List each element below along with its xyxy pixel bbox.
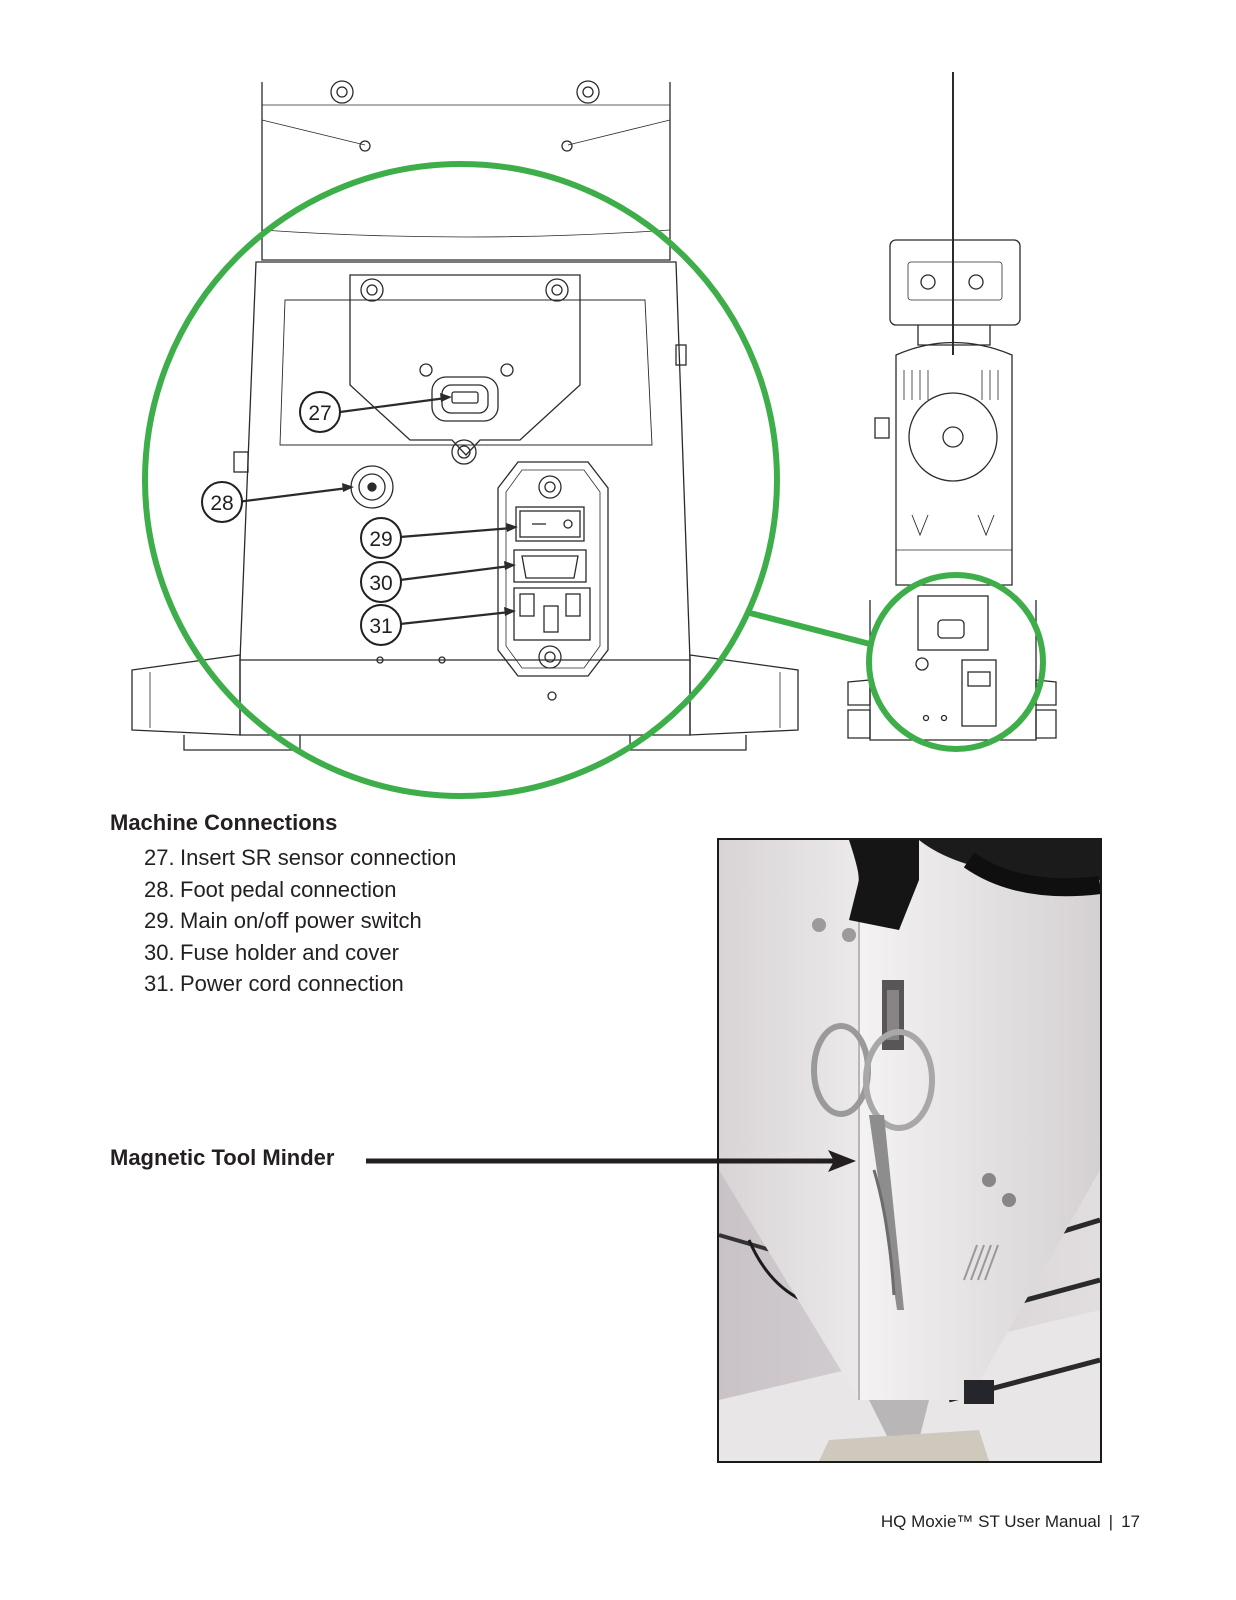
callout-31: 31 bbox=[369, 615, 392, 638]
callout-29: 29 bbox=[369, 528, 392, 551]
item-number: 30. bbox=[144, 939, 175, 965]
callout-28: 28 bbox=[210, 492, 233, 515]
tool-minder-arrow bbox=[366, 1150, 856, 1172]
callout-circles bbox=[201, 391, 402, 646]
connection-list: 27.Insert SR sensor connection 28.Foot p… bbox=[144, 842, 456, 1000]
list-item: 27.Insert SR sensor connection bbox=[144, 842, 456, 874]
machine-connections-heading: Machine Connections bbox=[110, 810, 338, 835]
footer-separator: | bbox=[1108, 1512, 1114, 1531]
item-number: 29. bbox=[144, 908, 175, 934]
page-number: 17 bbox=[1121, 1512, 1140, 1531]
tool-minder-photo bbox=[717, 838, 1102, 1463]
list-item: 29.Main on/off power switch bbox=[144, 905, 456, 937]
callout-27: 27 bbox=[308, 402, 331, 425]
callout-30: 30 bbox=[369, 572, 392, 595]
item-text: Insert SR sensor connection bbox=[180, 845, 457, 870]
item-text: Foot pedal connection bbox=[180, 876, 397, 902]
magnetic-tool-minder-label: Magnetic Tool Minder bbox=[110, 1145, 335, 1170]
item-text: Power cord connection bbox=[180, 971, 404, 997]
item-number: 28. bbox=[144, 876, 175, 902]
item-number: 27. bbox=[144, 845, 175, 870]
list-item: 31.Power cord connection bbox=[144, 968, 456, 1000]
item-text: Fuse holder and cover bbox=[180, 939, 399, 965]
item-text: Main on/off power switch bbox=[180, 908, 422, 934]
list-item: 28.Foot pedal connection bbox=[144, 874, 456, 906]
item-number: 31. bbox=[144, 971, 175, 997]
machine-rear-diagram: 27 28 29 30 31 bbox=[131, 72, 1057, 799]
list-item: 30.Fuse holder and cover bbox=[144, 937, 456, 969]
page-footer: HQ Moxie™ ST User Manual | 17 bbox=[881, 1512, 1140, 1532]
manual-title: HQ Moxie™ ST User Manual bbox=[880, 1512, 1101, 1531]
